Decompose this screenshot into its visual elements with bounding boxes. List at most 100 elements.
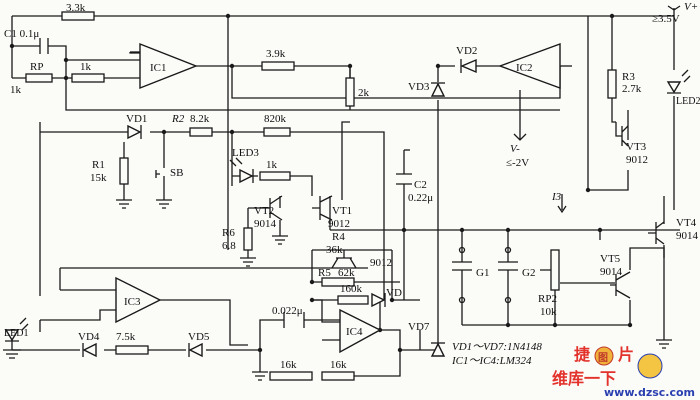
label-r3: R3 [622, 71, 635, 83]
op-amps [115, 42, 561, 354]
label-vt1: VT1 [332, 205, 352, 217]
label-vt2-val: 9014 [254, 218, 277, 230]
resistor-160k [337, 295, 369, 305]
label-r1-val: 15k [90, 172, 107, 184]
resistor-16k-a [269, 371, 313, 381]
label-vd: VD [386, 287, 402, 299]
label-r-1k-in: 1k [80, 61, 92, 73]
leds [4, 69, 691, 342]
resistor-r6 [243, 227, 253, 251]
label-r-3-9k: 3.9k [266, 48, 286, 60]
led-led2 [666, 81, 682, 94]
battery-marks [458, 246, 512, 304]
resistors [25, 11, 617, 381]
transistor-vt4 [648, 221, 665, 245]
label-vminus: V- [510, 143, 520, 155]
label-c1: C1 0.1μ [4, 28, 39, 40]
label-ic4: IC4 [346, 326, 363, 338]
label-r2-val: 8.2k [190, 113, 210, 125]
resistor-r3 [607, 69, 617, 99]
label-vd2: VD2 [456, 45, 477, 57]
label-g1: G1 [476, 267, 489, 279]
diode-vd4 [82, 342, 97, 358]
label-9012: 9012 [370, 257, 392, 269]
resistor-3-9k [261, 61, 295, 71]
diode-vd [371, 292, 386, 308]
label-r5-val: 62k [338, 267, 355, 279]
vminus-terminal [513, 132, 527, 141]
watermark-cn-2: 维库一下 [552, 369, 616, 388]
capacitor-c1 [39, 38, 49, 54]
label-led1: LED1 [4, 328, 28, 339]
transistor-vt3 [615, 122, 629, 147]
label-r6: R6 [222, 227, 235, 239]
resistor-r5 [321, 277, 355, 287]
capacitors [39, 38, 518, 328]
switch-sb [155, 150, 165, 200]
label-vd5: VD5 [188, 331, 210, 343]
label-r-160k: 160k [340, 283, 363, 295]
diode-vd2 [460, 58, 477, 74]
vplus-terminal [667, 5, 681, 16]
transistor-vt5 [610, 271, 631, 299]
label-c2-val: 0.22μ [408, 192, 433, 204]
label-vplus: V+ [684, 1, 698, 13]
diode-vd7 [430, 342, 446, 357]
capacitor-0022 [283, 312, 305, 328]
diode-vd5 [188, 342, 203, 358]
resistor-r1 [119, 157, 129, 185]
label-vd4: VD4 [78, 331, 100, 343]
label-note1: VD1～VD7:1N4148 [452, 341, 542, 353]
label-r2: R2 [171, 113, 185, 125]
transistors [269, 122, 665, 299]
label-vt4: VT4 [676, 217, 697, 229]
resistor-16k-b [321, 371, 355, 381]
label-r5: R5 [318, 267, 331, 279]
label-vt3: VT3 [626, 141, 647, 153]
resistor-r2 [189, 127, 213, 137]
label-r6-val: 6.8 [222, 240, 236, 252]
label-ic1: IC1 [150, 62, 167, 74]
label-vd7: VD7 [408, 321, 430, 333]
led-led1 [4, 329, 20, 342]
diodes [82, 58, 477, 358]
label-vd3: VD3 [408, 81, 430, 93]
label-r4-val: 36k [326, 244, 343, 256]
labels: 3.3k C1 0.1μ RP 1k 1k IC1 3.9k VD2 IC2 V… [4, 1, 700, 371]
label-vt4-val: 9014 [676, 230, 699, 242]
label-vminus-val: ≤-2V [506, 157, 529, 169]
label-ic3: IC3 [124, 296, 141, 308]
resistor-rp2 [550, 249, 560, 291]
label-sb: SB [170, 167, 183, 179]
label-r-top: 3.3k [66, 2, 86, 14]
label-c-0022: 0.022μ [272, 305, 303, 317]
label-r-2k: 2k [358, 87, 370, 99]
led-led3 [239, 168, 254, 184]
watermark-logo: 捷 图 片 维库一下 www.dzsc.com [552, 345, 695, 399]
transistor-9012 [331, 250, 357, 269]
label-led3: LED3 [232, 147, 259, 159]
label-vd1: VD1 [126, 113, 147, 125]
watermark-url: www.dzsc.com [604, 386, 695, 399]
grounds [3, 199, 672, 381]
transistor-vt1 [312, 195, 333, 221]
label-rp: RP [30, 61, 43, 73]
label-r-16k-a: 16k [280, 359, 297, 371]
label-r1: R1 [92, 159, 105, 171]
label-r3-val: 2.7k [622, 83, 642, 95]
label-vt5-val: 9014 [600, 266, 623, 278]
label-vt2: VT2 [254, 205, 274, 217]
capacitor-g1 [452, 250, 472, 300]
resistor-rp [25, 73, 53, 83]
diode-vd1 [127, 124, 142, 140]
resistor-2k [345, 77, 355, 107]
label-vplus-val: ≥3.5V [652, 13, 680, 25]
opamp-ic3 [115, 276, 162, 324]
watermark-cn-1: 捷 [574, 345, 591, 364]
resistor-3-3k [61, 11, 95, 21]
label-r-16k-b: 16k [330, 359, 347, 371]
opamp-ic2 [497, 42, 561, 90]
diode-vd3 [430, 82, 446, 97]
label-vt3-val: 9012 [626, 154, 648, 166]
